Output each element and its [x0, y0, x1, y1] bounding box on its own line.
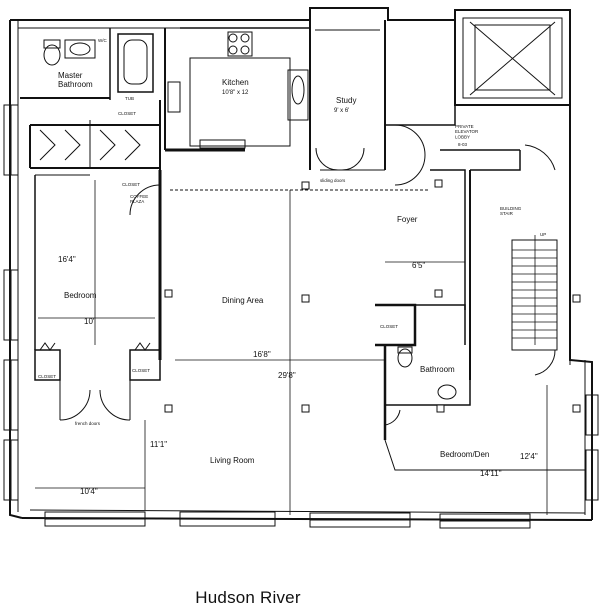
dim-living-height: 11'1" — [150, 440, 167, 449]
french-doors-label: french doors — [75, 421, 101, 426]
dim-bedroom-height: 16'4" — [58, 255, 76, 264]
room-label-bathroom: Bathroom — [420, 365, 455, 374]
dim-bedroom-width: 10' — [84, 317, 95, 326]
wc-label: W/C — [98, 38, 107, 43]
room-label-kitchen: Kitchen — [222, 78, 249, 87]
closet-label-4: CLOSET — [132, 368, 150, 373]
room-label-study: Study — [336, 96, 356, 105]
closet-label-5: CLOSET — [380, 324, 398, 329]
dim-den-height: 12'4" — [520, 452, 538, 461]
windows-right — [585, 394, 599, 501]
windows-bottom — [44, 511, 531, 529]
columns — [164, 179, 581, 413]
interior-walls — [20, 20, 585, 471]
caption: Hudson River — [0, 588, 600, 608]
closet-label-3: CLOSET — [38, 374, 56, 379]
room-size-kitchen: 10'8" x 12 — [222, 90, 249, 96]
dim-den-width: 14'11" — [480, 469, 502, 478]
dim-dining-width: 16'8" — [253, 350, 271, 359]
stair-treads — [512, 235, 557, 345]
room-label-bedroom-den: Bedroom/Den — [440, 450, 489, 459]
dim-living-width: 10'4" — [80, 487, 98, 496]
elevator-shaft — [469, 21, 556, 96]
elevator-code-label: 8-03 — [458, 142, 468, 147]
dimension-lines — [35, 180, 585, 515]
room-label-foyer: Foyer — [397, 215, 418, 224]
tub-label: TUB — [125, 96, 134, 101]
window-left-1 — [3, 104, 19, 501]
stair-up-label: UP — [540, 232, 546, 237]
fixtures — [43, 31, 457, 400]
caption-text: Hudson River — [195, 588, 301, 607]
closet-label-1: CLOSET — [118, 111, 136, 116]
room-label-dining-area: Dining Area — [222, 296, 264, 305]
dim-overall-width: 29'8" — [278, 371, 296, 380]
sliding-doors-label: sliding doors — [320, 178, 346, 183]
closet-label-2: CLOSET — [122, 182, 140, 187]
room-label-bedroom: Bedroom — [64, 291, 97, 300]
dim-foyer-width: 6'5" — [412, 261, 425, 270]
room-label-living-room: Living Room — [210, 456, 255, 465]
door-swings — [39, 124, 556, 426]
exterior-walls — [9, 7, 593, 521]
room-size-study: 9' x 6' — [334, 108, 349, 114]
